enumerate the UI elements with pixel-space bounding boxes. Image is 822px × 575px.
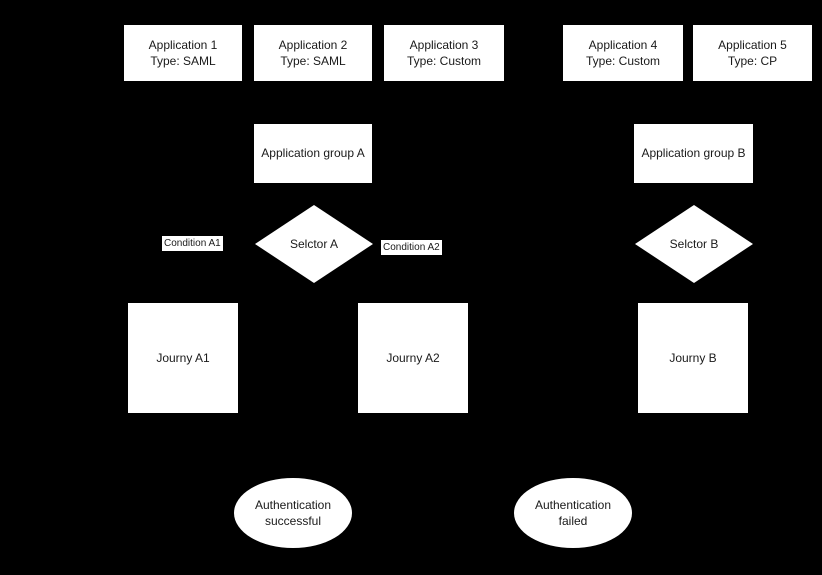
selector-label-a: Selctor A (289, 237, 339, 251)
selector-node-a[interactable]: Selctor A (255, 205, 373, 283)
selector-label-b: Selctor B (669, 237, 719, 251)
journey-node-b[interactable]: Journy B (638, 303, 748, 413)
application-node-5[interactable]: Application 5 Type: CP (693, 25, 812, 81)
selector-node-b[interactable]: Selctor B (635, 205, 753, 283)
application-node-1[interactable]: Application 1 Type: SAML (124, 25, 242, 81)
application-node-4[interactable]: Application 4 Type: Custom (563, 25, 683, 81)
outcome-node-authentication-successful[interactable]: Authentication successful (234, 478, 352, 548)
edge-label-condition-a2: Condition A2 (381, 240, 442, 255)
edge-label-condition-a1: Condition A1 (162, 236, 223, 251)
outcome-node-authentication-failed[interactable]: Authentication failed (514, 478, 632, 548)
application-node-3[interactable]: Application 3 Type: Custom (384, 25, 504, 81)
diamond-shape-a (255, 205, 373, 283)
application-node-2[interactable]: Application 2 Type: SAML (254, 25, 372, 81)
diamond-shape-b (635, 205, 753, 283)
application-group-node-b[interactable]: Application group B (634, 124, 753, 183)
journey-node-a1[interactable]: Journy A1 (128, 303, 238, 413)
journey-node-a2[interactable]: Journy A2 (358, 303, 468, 413)
application-group-node-a[interactable]: Application group A (254, 124, 372, 183)
